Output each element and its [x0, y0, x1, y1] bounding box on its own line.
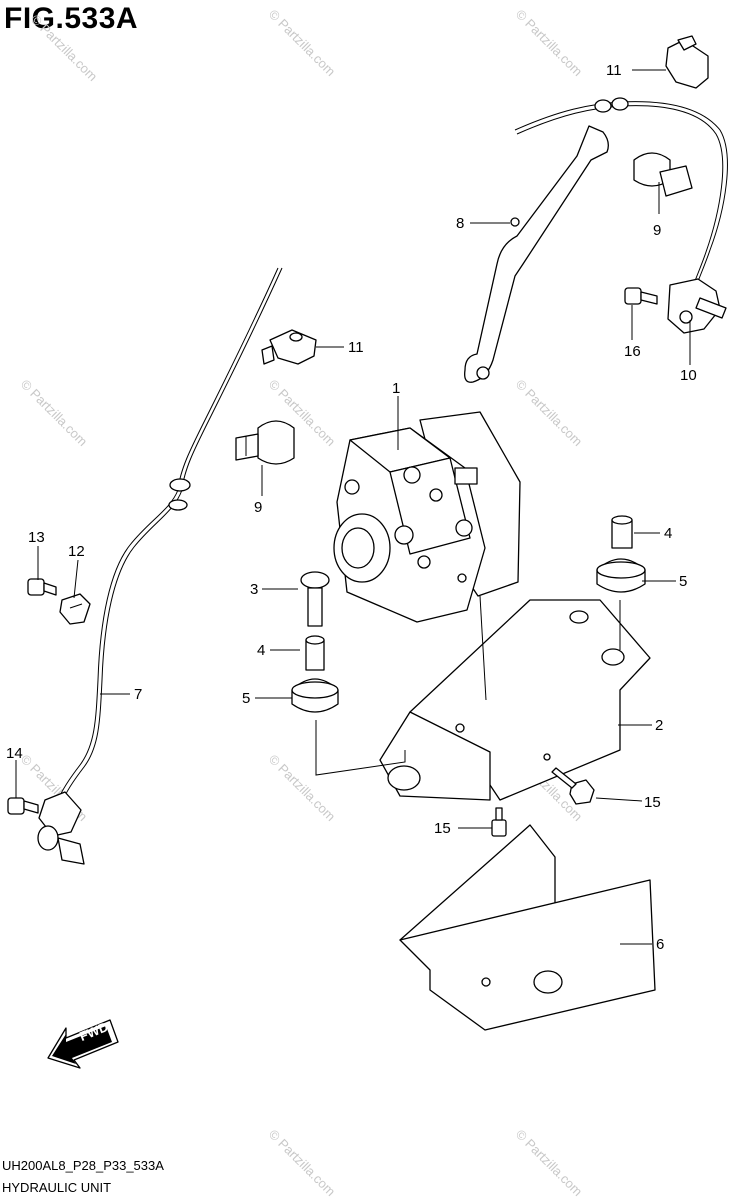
callout-15-lower: 15 — [434, 820, 451, 837]
callout-13: 13 — [28, 529, 45, 546]
callout-4-left: 4 — [257, 642, 265, 659]
collar-4-right — [611, 515, 633, 549]
clamp-12 — [59, 593, 91, 625]
hydraulic-unit — [333, 411, 521, 623]
bracket-6 — [399, 824, 656, 1031]
watermark: © Partzilla.com — [513, 7, 586, 80]
grommet-5-right — [596, 558, 646, 593]
callout-6: 6 — [656, 936, 664, 953]
callout-10: 10 — [680, 367, 697, 384]
clip-9-rear — [633, 152, 693, 197]
callout-16: 16 — [624, 343, 641, 360]
clamp-11-front — [261, 329, 317, 365]
callout-7: 7 — [134, 686, 142, 703]
callout-15-right: 15 — [644, 794, 661, 811]
front-sensor-cable — [37, 267, 283, 865]
figure-title: FIG.533A — [4, 2, 139, 35]
clamp-11-rear — [665, 35, 709, 89]
figure-name: HYDRAULIC UNIT — [2, 1180, 112, 1195]
callout-1: 1 — [392, 380, 400, 397]
bolt-15-right — [551, 767, 595, 805]
callout-14: 14 — [6, 745, 23, 762]
sensor-bracket-8 — [464, 125, 609, 383]
clip-9-front — [235, 420, 295, 465]
watermark: © Partzilla.com — [18, 377, 91, 450]
callout-9-rear: 9 — [653, 222, 661, 239]
callout-4-right: 4 — [664, 525, 672, 542]
callouts: 1 2 3 4 4 5 5 6 7 8 9 9 10 11 11 12 13 1… — [6, 62, 697, 953]
watermark: © Partzilla.com — [266, 7, 339, 80]
watermark: © Partzilla.com — [513, 377, 586, 450]
figure-code: UH200AL8_P28_P33_533A — [2, 1158, 164, 1173]
bolt-3 — [300, 571, 330, 627]
grommet-5-left — [291, 678, 339, 713]
watermark: © Partzilla.com — [28, 12, 101, 85]
callout-5-right: 5 — [679, 573, 687, 590]
callout-2: 2 — [655, 717, 663, 734]
leader-lines — [15, 69, 691, 945]
watermark: © Partzilla.com — [266, 1127, 339, 1200]
rear-sensor-cable — [514, 97, 728, 334]
bolt-15-lower — [491, 807, 507, 837]
callout-3: 3 — [250, 581, 258, 598]
callout-11-rear: 11 — [606, 62, 622, 79]
bolt-16 — [624, 287, 658, 305]
callout-8: 8 — [456, 215, 464, 232]
callout-11-front: 11 — [348, 339, 364, 356]
bracket-2 — [379, 599, 651, 801]
fwd-arrow: FWD — [47, 1019, 119, 1069]
callout-9-front: 9 — [254, 499, 262, 516]
collar-4-left — [305, 635, 325, 671]
watermark: © Partzilla.com — [266, 752, 339, 825]
callout-12: 12 — [68, 543, 85, 560]
bolt-14 — [7, 797, 39, 815]
watermark: © Partzilla.com — [513, 1127, 586, 1200]
callout-5-left: 5 — [242, 690, 250, 707]
bolt-13 — [27, 578, 57, 596]
